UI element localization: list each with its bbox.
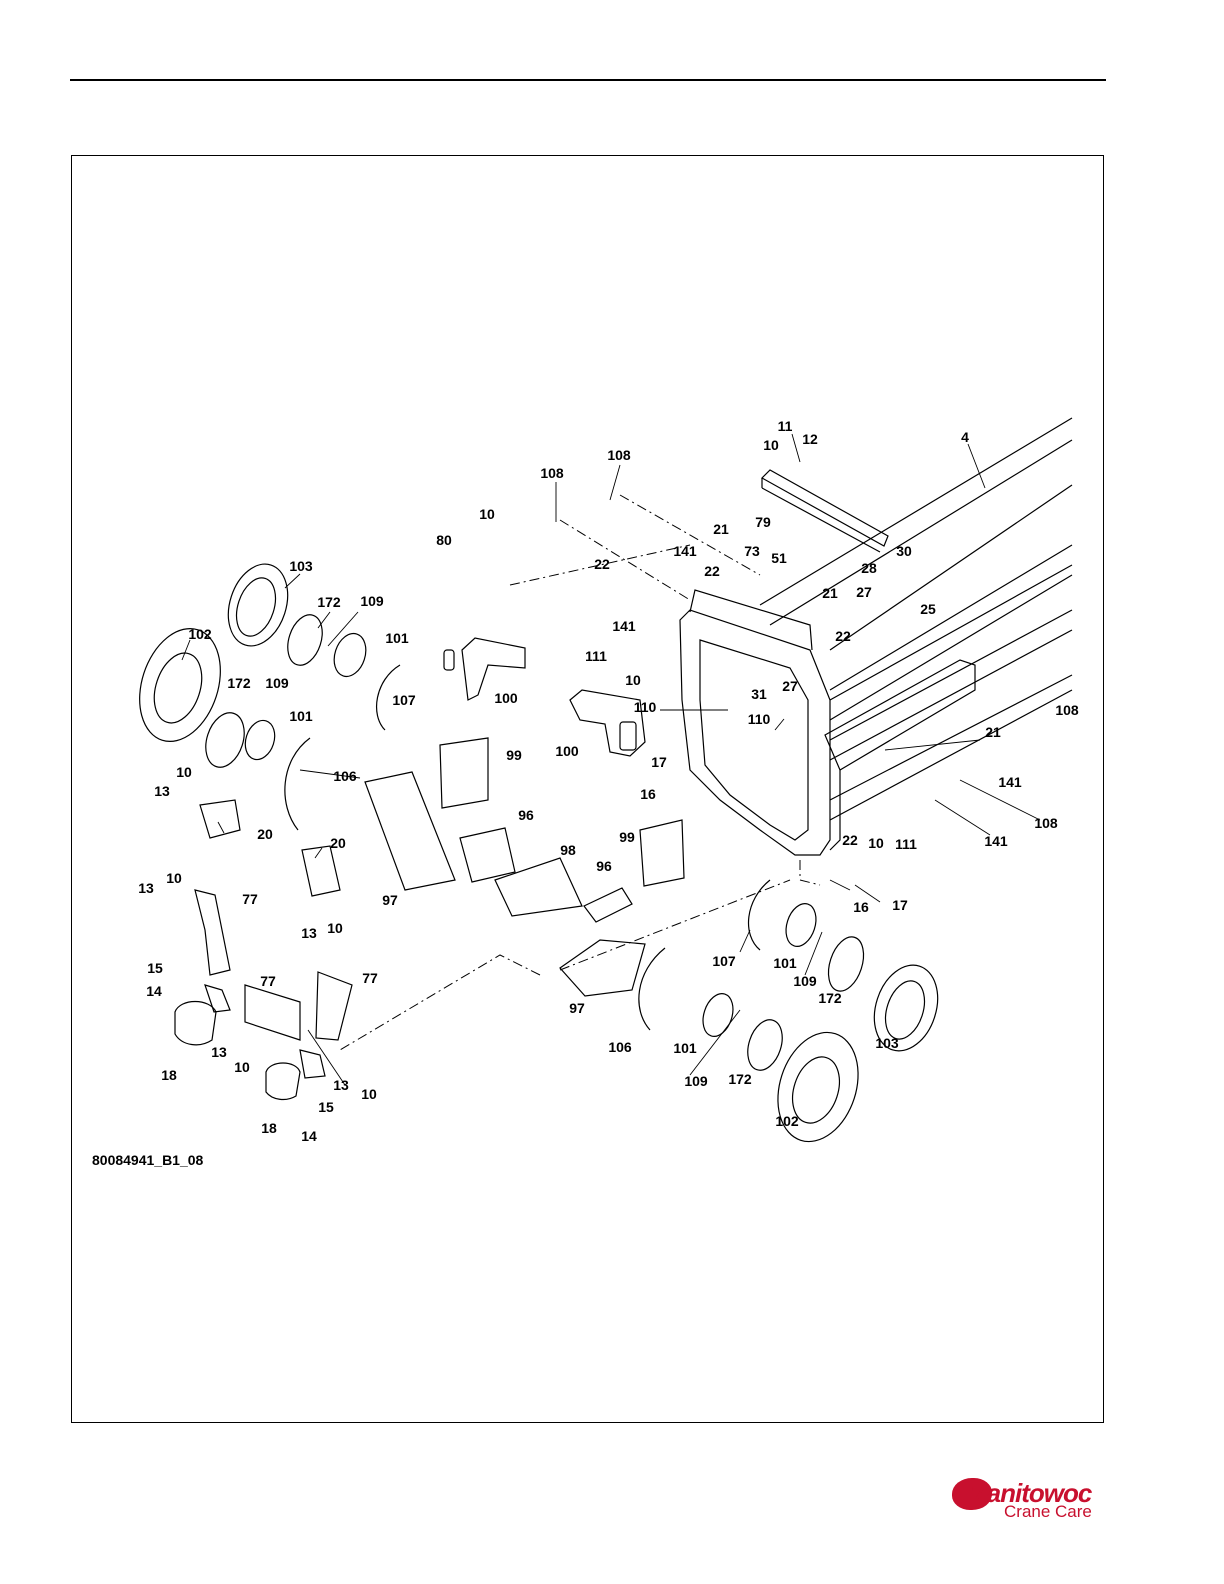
callout-label: 13 [154,783,170,799]
callout-label: 27 [782,678,798,694]
callout-label: 101 [385,630,409,646]
callout-label: 16 [853,899,869,915]
figure-frame [71,155,1104,1423]
callout-label: 100 [494,690,518,706]
callout-label: 10 [361,1086,377,1102]
callout-label: 111 [895,836,917,852]
callout-label: 22 [842,832,858,848]
callout-label: 102 [188,626,212,642]
callout-label: 17 [651,754,667,770]
callout-label: 109 [793,973,817,989]
callout-label: 13 [211,1044,227,1060]
callout-label: 18 [261,1120,277,1136]
callout-label: 21 [822,585,838,601]
callout-label: 13 [333,1077,349,1093]
callout-label: 100 [555,743,579,759]
callout-label: 108 [540,465,564,481]
callout-label: 73 [744,543,760,559]
callout-label: 13 [138,880,154,896]
callout-label: 96 [596,858,612,874]
callout-label: 10 [868,835,884,851]
callout-label: 15 [318,1099,334,1115]
callout-label: 108 [1034,815,1058,831]
callout-label: 14 [301,1128,317,1144]
manitowoc-logo: Manitowoc Crane Care [952,1476,1112,1526]
callout-label: 27 [856,584,872,600]
callout-label: 97 [569,1000,585,1016]
callout-label: 108 [1055,702,1079,718]
callout-label: 10 [234,1059,250,1075]
callout-label: 109 [265,675,289,691]
callout-label: 4 [961,429,969,445]
callout-label: 21 [985,724,1001,740]
callout-label: 101 [289,708,313,724]
callout-label: 172 [728,1071,752,1087]
logo-tagline: Crane Care [1004,1502,1092,1521]
callout-label: 10 [625,672,641,688]
callout-label: 20 [330,835,346,851]
callout-label: 10 [166,870,182,886]
callout-label: 11 [778,418,793,434]
callout-label: 21 [713,521,729,537]
callout-label: 17 [892,897,908,913]
logo-badge [952,1478,992,1510]
callout-label: 99 [619,829,635,845]
callout-label: 172 [317,594,341,610]
callout-label: 106 [333,768,357,784]
callout-label: 172 [227,675,251,691]
callout-label: 77 [242,891,258,907]
callout-label: 30 [896,543,912,559]
callout-label: 106 [608,1039,632,1055]
callout-label: 98 [560,842,576,858]
callout-label: 101 [673,1040,697,1056]
callout-label: 77 [362,970,378,986]
callout-label: 80 [436,532,452,548]
callout-label: 111 [585,648,607,664]
callout-label: 110 [634,699,657,715]
callout-label: 172 [818,990,842,1006]
callout-label: 28 [861,560,877,576]
callout-label: 10 [763,437,779,453]
callout-label: 107 [392,692,416,708]
callout-label: 10 [479,506,495,522]
callout-label: 22 [835,628,851,644]
callout-label: 22 [594,556,610,572]
callout-label: 10 [176,764,192,780]
callout-label: 25 [920,601,936,617]
callout-label: 20 [257,826,273,842]
callout-label: 110 [748,711,771,727]
callout-label: 109 [360,593,384,609]
callout-label: 101 [773,955,797,971]
callout-label: 10 [327,920,343,936]
callout-label: 51 [771,550,787,566]
callout-label: 97 [382,892,398,908]
header-rule [70,79,1106,81]
callout-label: 12 [802,431,818,447]
callout-label: 102 [775,1113,799,1129]
callout-label: 103 [875,1035,899,1051]
callout-label: 96 [518,807,534,823]
callout-label: 14 [146,983,162,999]
callout-label: 16 [640,786,656,802]
callout-label: 15 [147,960,163,976]
figure-id-label: 80084941_B1_08 [92,1152,204,1168]
callout-label: 141 [984,833,1008,849]
callout-label: 18 [161,1067,177,1083]
callout-labels: 4 11 10 12 79 108 108 10 80 21 141 73 51 22 30 28 27 25 21… [138,418,1079,1144]
callout-label: 108 [607,447,631,463]
callout-label: 141 [998,774,1022,790]
callout-label: 31 [751,686,767,702]
callout-label: 109 [684,1073,708,1089]
callout-label: 77 [260,973,276,989]
callout-label: 141 [612,618,636,634]
logo-wordmark: Manitowoc [966,1478,1092,1508]
callout-label: 107 [712,953,736,969]
callout-label: 22 [704,563,720,579]
callout-label: 99 [506,747,522,763]
callout-label: 103 [289,558,313,574]
callout-label: 141 [673,543,697,559]
callout-label: 13 [301,925,317,941]
callout-label: 79 [755,514,771,530]
